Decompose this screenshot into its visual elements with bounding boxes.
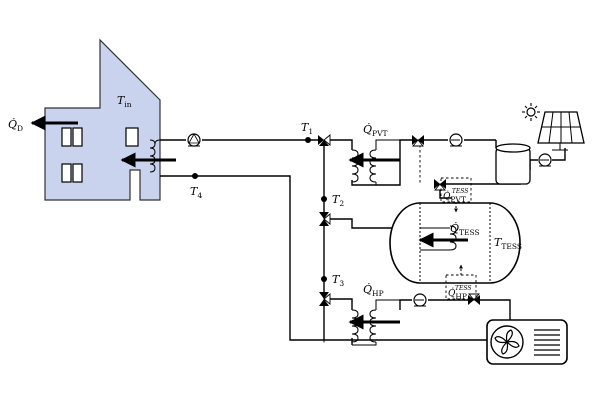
fan-icon (490, 325, 524, 359)
valve-hp (468, 293, 480, 305)
label-t-tess: TTESS (494, 236, 522, 251)
label-t-3: T3 (332, 273, 344, 288)
sun-icon (522, 103, 540, 121)
label-q-hp: Q̇HP (363, 283, 384, 298)
label-t-4: T4 (190, 185, 202, 200)
house-windows (61, 127, 139, 183)
label-q-d: Q̇D (8, 118, 23, 133)
label-t-2: T2 (332, 193, 344, 208)
pump-collector (538, 153, 552, 167)
label-q-hp-tess: Q̇HPTESS (448, 285, 471, 301)
label-q-pvt-tess: Q̇PVTTESS (443, 188, 468, 204)
solar-panel (537, 111, 585, 151)
house-heat-exchanger (149, 139, 161, 173)
label-t-in: Tin (117, 94, 132, 109)
hp-to-tess-box (445, 264, 477, 300)
pvt-buffer-tank (495, 143, 531, 185)
label-q-tess: Q̇TESS (450, 222, 480, 237)
pvt-to-tess-box (440, 177, 472, 213)
sensor-nodes (192, 137, 327, 282)
heat-pump-grille (534, 329, 560, 356)
valve-pvt-tess (434, 179, 446, 191)
pvt-heat-exchanger (351, 139, 400, 186)
valve-pvt (412, 135, 424, 147)
house (44, 38, 161, 201)
tess-heat-exchanger (420, 225, 457, 251)
valve-t1 (318, 134, 331, 146)
control-lines (323, 140, 421, 345)
label-q-pvt: Q̇PVT (363, 123, 388, 138)
valve-t3 (319, 292, 331, 306)
pump-pvt (449, 133, 463, 147)
pump-house (187, 133, 201, 147)
pump-hp (413, 293, 427, 307)
label-t-1: T1 (301, 121, 313, 136)
heat-pump-unit (486, 319, 568, 365)
valve-t2 (319, 212, 331, 226)
